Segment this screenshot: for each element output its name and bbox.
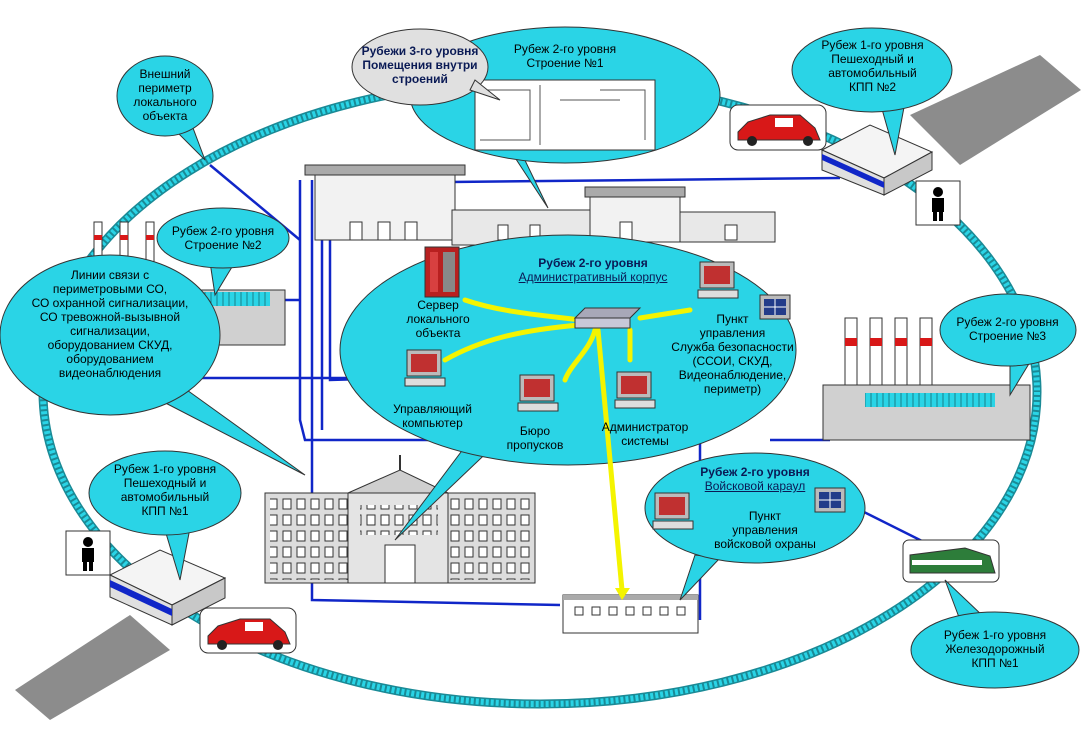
train-icon — [902, 539, 1000, 583]
rail-label: Рубеж 1-го уровня Железодорожный КПП №1 — [943, 628, 1047, 670]
callout-building-3 — [939, 293, 1077, 397]
server-icon — [424, 246, 460, 298]
admin-sys-label: Администратор системы — [601, 420, 689, 448]
car-icon-top — [729, 104, 827, 151]
callout-building-2 — [156, 207, 290, 297]
computer-icon-admin — [614, 371, 656, 409]
callout-level-3 — [351, 28, 501, 106]
building3-label: Рубеж 2-го уровня Строение №3 — [956, 315, 1059, 343]
callout-external-perimeter — [116, 55, 214, 161]
level3-label: Рубежи 3-го уровня Помещения внутри стро… — [361, 44, 479, 86]
computer-icon-pass — [517, 374, 559, 412]
admin-building — [264, 455, 536, 584]
guard-post-label: Пункт управления войсковой охраны — [714, 509, 816, 551]
kpp-1-building — [108, 549, 227, 626]
pass-office-label: Бюро пропусков — [506, 424, 564, 452]
pedestrian-icon-kpp1 — [65, 530, 111, 576]
pedestrian-icon-kpp2 — [915, 180, 961, 226]
external-perimeter-label: Внешний периметр локального объекта — [133, 67, 197, 123]
guard-callout-title: Рубеж 2-го уровня Войсковой караул — [700, 465, 810, 493]
callout-kpp-2 — [791, 27, 953, 156]
comm-lines-label: Линии связи с периметровыми СО, СО охран… — [31, 268, 189, 380]
computer-icon-security — [697, 261, 739, 299]
switch-icon — [573, 307, 642, 329]
monitor-icon-security — [759, 294, 791, 320]
security-post-label: Пункт управления Служба безопасности (СС… — [671, 312, 794, 396]
guard-building — [562, 594, 699, 634]
callout-rail — [910, 579, 1080, 689]
kpp1-label: Рубеж 1-го уровня Пешеходный и автомобил… — [113, 462, 217, 518]
computer-icon-guard — [652, 492, 694, 530]
kpp2-label: Рубеж 1-го уровня Пешеходный и автомобил… — [821, 38, 924, 94]
callout-guard — [644, 452, 866, 601]
control-pc-label: Управляющий компьютер — [393, 402, 472, 430]
callout-kpp-1 — [88, 450, 242, 581]
computer-icon-control — [404, 349, 446, 387]
server-label: Сервер локального объекта — [406, 298, 470, 340]
car-icon-bottom — [199, 607, 297, 654]
building-3 — [822, 317, 1031, 441]
yellow-links — [442, 297, 693, 593]
road-top-right — [910, 55, 1081, 165]
callout-comm-lines — [0, 254, 306, 476]
building-1 — [304, 164, 776, 246]
road-bottom-left — [15, 615, 170, 720]
arrow-to-guard — [615, 588, 630, 600]
building2-label: Рубеж 2-го уровня Строение №2 — [171, 224, 275, 252]
building1-label: Рубеж 2-го уровня Строение №1 — [513, 42, 617, 70]
monitor-icon-guard — [814, 487, 846, 513]
admin-callout-title: Рубеж 2-го уровня Административный корпу… — [518, 256, 668, 284]
kpp-2-building — [820, 124, 934, 196]
